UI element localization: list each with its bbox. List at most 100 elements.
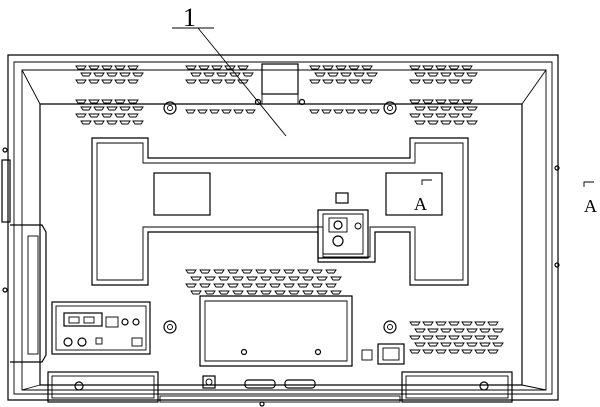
vent-slot	[357, 109, 368, 114]
vent-slot	[106, 120, 118, 125]
section-mark-outer: A	[583, 181, 597, 216]
part-callout: 1	[172, 3, 287, 137]
speaker-right	[401, 371, 513, 403]
vent-slot	[461, 65, 473, 70]
vent-slot	[224, 65, 236, 70]
bottom-connectors	[159, 375, 401, 407]
vent-slot	[435, 113, 447, 118]
vent-slot	[88, 79, 100, 84]
power-inlet	[361, 343, 405, 365]
vent-slot	[283, 283, 295, 288]
vent-slot	[198, 65, 210, 70]
vent-slot	[255, 283, 267, 288]
vent-slot	[197, 109, 208, 114]
vent-slot	[366, 72, 378, 77]
vent-slot	[241, 269, 253, 274]
vent-slot	[297, 269, 309, 274]
vent-slot	[119, 120, 131, 125]
vent-slot	[466, 328, 478, 333]
vent-slot	[409, 321, 421, 326]
vent-slot	[422, 113, 434, 118]
vent-slot	[245, 109, 256, 114]
vent-slot	[185, 65, 197, 70]
vent-slot	[88, 113, 100, 118]
vent-slot	[361, 65, 373, 70]
vent-slot	[448, 79, 460, 84]
vent-slot	[435, 335, 447, 340]
vent-slot	[440, 342, 452, 347]
vent-slot	[80, 120, 92, 125]
vent-slot	[487, 321, 499, 326]
vent-slot	[348, 65, 360, 70]
left-side-tab	[1, 159, 47, 363]
vent-slot	[260, 276, 272, 281]
outer-housing	[7, 54, 559, 401]
vent-slot	[274, 276, 286, 281]
vent-slot	[302, 276, 314, 281]
vent-slot	[322, 79, 334, 84]
vent-slot	[93, 72, 105, 77]
label-pads	[153, 172, 443, 216]
vent-slot	[283, 269, 295, 274]
vent-slot	[309, 109, 320, 114]
vent-slot	[233, 109, 244, 114]
vent-slot	[453, 342, 465, 347]
vent-slot	[316, 276, 328, 281]
vent-slot	[461, 79, 473, 84]
vent-slot	[127, 65, 139, 70]
vent-slot	[492, 342, 504, 347]
vent-slot	[269, 283, 281, 288]
vent-slot	[369, 109, 380, 114]
vent-slot	[466, 72, 478, 77]
vent-slot	[448, 113, 460, 118]
vent-slot	[474, 349, 486, 354]
vent-slot	[204, 276, 216, 281]
vent-slot	[288, 290, 300, 295]
vent-slot	[335, 65, 347, 70]
vent-slot	[453, 328, 465, 333]
vent-slot	[311, 269, 323, 274]
io-panel	[51, 301, 151, 355]
vent-slot	[487, 335, 499, 340]
vent-slot	[325, 283, 337, 288]
vent-slot	[185, 269, 197, 274]
vent-slot	[422, 79, 434, 84]
vent-slot	[213, 283, 225, 288]
vent-slot	[106, 106, 118, 111]
vent-slot	[453, 120, 465, 125]
vent-slot	[409, 65, 421, 70]
vent-slot	[440, 106, 452, 111]
vent-slot	[435, 65, 447, 70]
vent-slot	[227, 283, 239, 288]
upper-screws	[163, 98, 397, 115]
vent-slot	[209, 109, 220, 114]
vent-slot	[353, 72, 365, 77]
back-plate	[91, 137, 469, 286]
vent-slot	[448, 99, 460, 104]
speaker-left	[47, 371, 159, 403]
vent-slot	[427, 72, 439, 77]
vent-slot	[311, 283, 323, 288]
vent-slot	[218, 276, 230, 281]
vent-slot	[422, 321, 434, 326]
vent-slot	[190, 276, 202, 281]
vent-slot	[288, 276, 300, 281]
vent-slot	[199, 283, 211, 288]
vent-slot	[422, 335, 434, 340]
vent-slot	[237, 65, 249, 70]
vent-slot	[322, 65, 334, 70]
vent-slot	[101, 99, 113, 104]
vent-slot	[466, 106, 478, 111]
vent-slot	[199, 269, 211, 274]
vent-slot	[440, 328, 452, 333]
vent-slot	[492, 328, 504, 333]
vent-slot	[218, 290, 230, 295]
vent-slot	[448, 65, 460, 70]
vent-slot	[246, 290, 258, 295]
vent-slot	[448, 349, 460, 354]
vent-slot	[114, 65, 126, 70]
vent-slot	[75, 99, 87, 104]
vent-slot	[80, 106, 92, 111]
vent-slot	[132, 72, 144, 77]
